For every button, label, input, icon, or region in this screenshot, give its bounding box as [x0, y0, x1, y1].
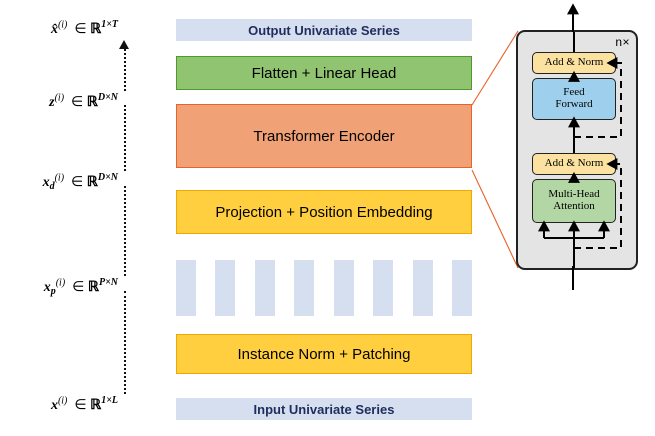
tensor-dims: 1×L [101, 395, 118, 406]
element-of-icon: ∈ [70, 398, 91, 413]
axis-label-input-tensor: x(i) ∈ ℝ1×L [10, 396, 118, 413]
patch-bar [176, 260, 196, 316]
patch-row [176, 260, 472, 316]
patch-bar [333, 260, 354, 316]
tensor-dims: D×N [97, 172, 118, 183]
tensor-subscript: d [49, 181, 55, 192]
tensor-symbol: x [43, 280, 51, 295]
patch-bar [412, 260, 433, 316]
element-of-icon: ∈ [70, 22, 91, 37]
block-instance-norm-patching: Instance Norm + Patching [176, 334, 472, 374]
tensor-symbol: z [49, 95, 55, 110]
detail-block-label: Add & Norm [544, 56, 604, 69]
block-label: Flatten + Linear Head [251, 64, 397, 82]
block-label: Transformer Encoder [253, 127, 395, 145]
block-transformer-encoder: Transformer Encoder [176, 104, 472, 168]
block-flatten-linear-head: Flatten + Linear Head [176, 56, 472, 90]
patch-bar [294, 260, 315, 316]
flow-spine-segment-3 [124, 186, 126, 276]
tensor-symbol: x [50, 398, 58, 413]
tensor-subscript: p [50, 286, 56, 297]
tensor-superscript: (i) [57, 395, 68, 407]
tensor-dims: P×N [98, 277, 118, 288]
tensor-superscript: (i) [57, 19, 68, 31]
axis-label-xp-tensor: xp(i) ∈ ℝP×N [10, 278, 118, 297]
element-of-icon: ∈ [67, 95, 87, 110]
tensor-dims: 1×T [101, 19, 118, 30]
repeat-count-label: n× [615, 35, 630, 49]
block-input-univariate-series: Input Univariate Series [176, 398, 472, 420]
block-label: Projection + Position Embedding [215, 203, 433, 221]
axis-label-output-tensor: x̂(i) ∈ ℝ1×T [10, 20, 118, 37]
patch-bar [254, 260, 275, 316]
detail-block-label-line1: Feed [563, 86, 585, 99]
axis-label-z-tensor: z(i) ∈ ℝD×N [10, 93, 118, 110]
transformer-encoder-detail-panel: n× Add & Norm Feed Forward Add & Norm Mu… [516, 30, 638, 270]
detail-panel-connections [538, 32, 622, 268]
element-of-icon: ∈ [67, 175, 87, 190]
flow-spine-segment-1 [124, 49, 126, 91]
tensor-superscript: (i) [54, 172, 65, 184]
flow-spine-segment-4 [124, 291, 126, 394]
patch-bar [451, 260, 472, 316]
element-of-icon: ∈ [68, 280, 88, 295]
detail-block-label-line2: Forward [555, 98, 593, 110]
encoder-detail-connectors [471, 30, 519, 269]
flow-spine-segment-2 [124, 105, 126, 171]
tensor-symbol: x̂ [50, 22, 58, 37]
patch-bar [215, 260, 236, 316]
block-output-univariate-series: Output Univariate Series [176, 19, 472, 41]
block-label: Output Univariate Series [248, 22, 400, 38]
reals-symbol: ℝ [90, 22, 102, 37]
tensor-superscript: (i) [55, 277, 66, 289]
reals-symbol: ℝ [86, 95, 98, 110]
detail-block-label: Add & Norm [544, 157, 604, 170]
detail-block-label-line1: Multi-Head [548, 188, 600, 201]
tensor-superscript: (i) [54, 92, 65, 104]
tensor-symbol: x [42, 175, 50, 190]
block-label: Instance Norm + Patching [237, 345, 411, 363]
axis-label-xd-tensor: xd(i) ∈ ℝD×N [10, 173, 118, 192]
block-projection-position-embedding: Projection + Position Embedding [176, 190, 472, 234]
patch-bar [373, 260, 394, 316]
reals-symbol: ℝ [87, 280, 99, 295]
detail-block-label-line2: Attention [553, 200, 595, 212]
reals-symbol: ℝ [90, 398, 102, 413]
reals-symbol: ℝ [86, 175, 98, 190]
block-label: Input Univariate Series [253, 401, 395, 417]
tensor-dims: D×N [97, 92, 118, 103]
flow-arrow-icon [119, 40, 129, 49]
